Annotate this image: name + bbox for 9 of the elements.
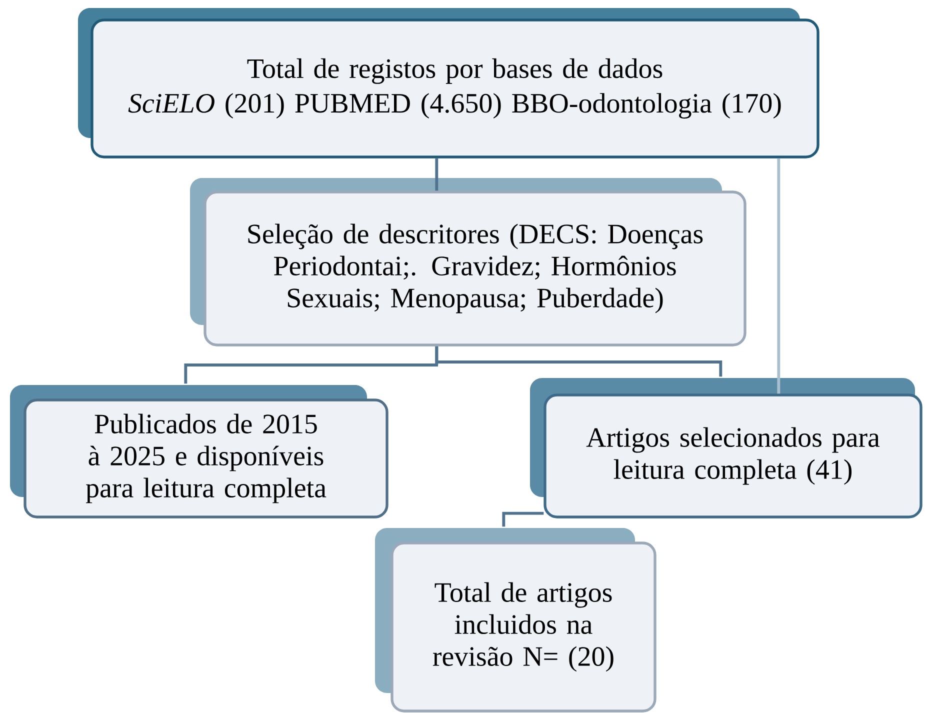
connector-line (777, 158, 780, 394)
process-box: Artigos selecionados para leitura completa (41) (530, 378, 922, 518)
connector-line (435, 158, 438, 191)
process-box: Publicados de 2015 à 2025 e disponíveis para leitura completa (10, 385, 388, 518)
process-box: Total de artigos incluidos na revisão N= (20) (375, 528, 656, 712)
connector-line (435, 346, 722, 377)
process-box: Total de registos por bases de dados SciELO (201) PUBMED (4.650) BBO-odontologia (170) (78, 8, 820, 158)
connector-line (502, 512, 544, 527)
process-box: Seleção de descritores (DECS: Doenças Periodontai;. Gravidez; Hormônios Sexuais; Menopausa; Puberdade) (190, 178, 746, 346)
